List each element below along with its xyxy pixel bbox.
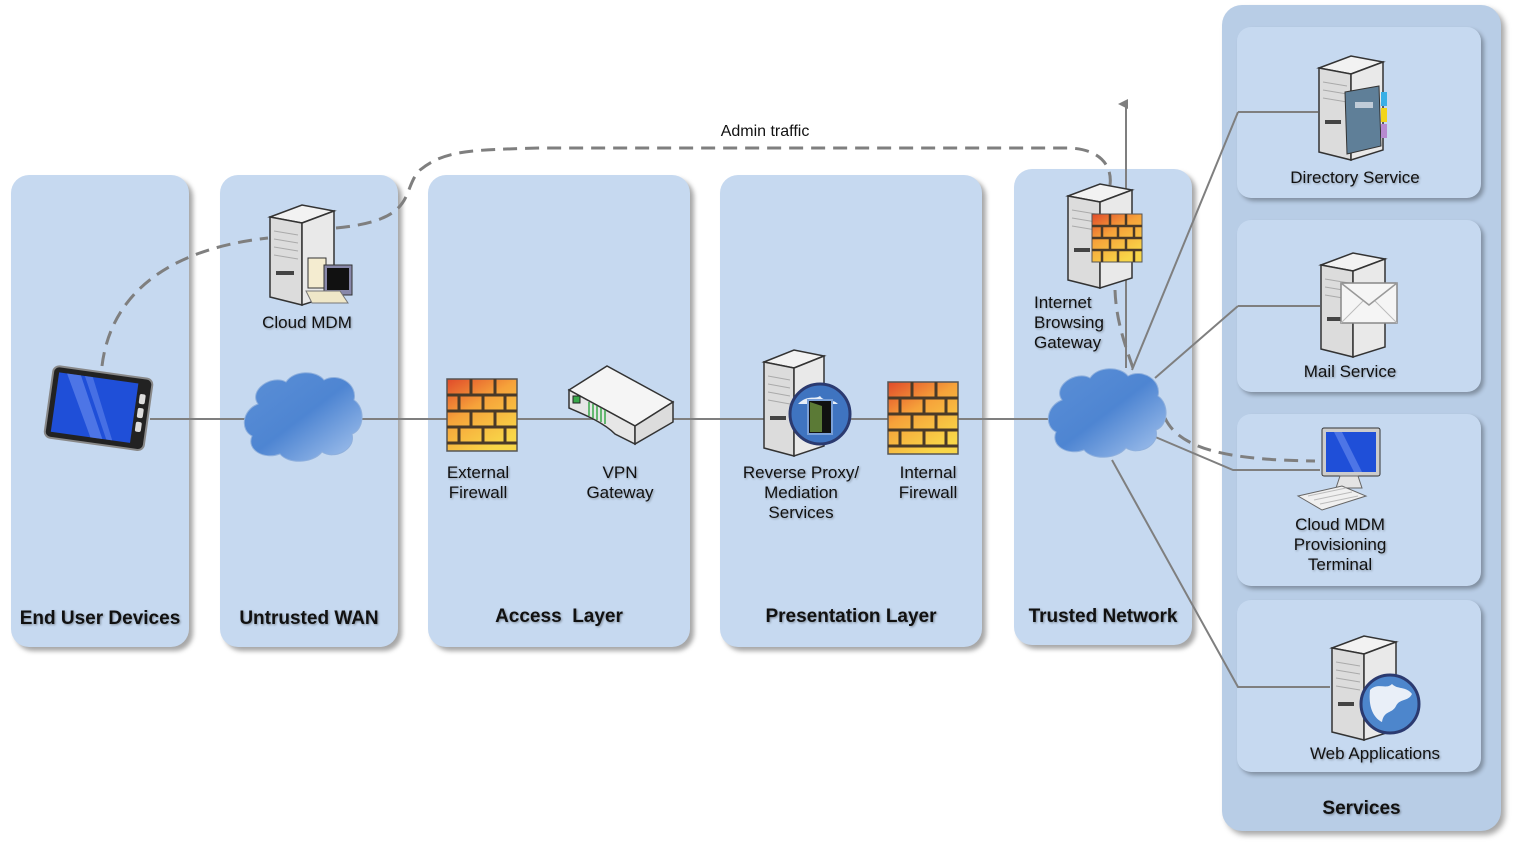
zone-title: Untrusted WAN	[239, 608, 379, 629]
server-addressbook-icon[interactable]	[1315, 54, 1395, 166]
tablet-icon[interactable]	[40, 362, 155, 462]
server-firewall-icon[interactable]	[1064, 182, 1146, 292]
link-trusted-terminal	[1152, 435, 1320, 471]
link-trusted-mail	[1154, 305, 1239, 379]
reverse-proxy-label: Reverse Proxy/ Mediation Services	[742, 463, 860, 522]
desktop-computer-icon[interactable]	[1296, 424, 1384, 516]
dashed-cloud-terminal	[1163, 417, 1316, 463]
admin-traffic-label: Admin traffic	[720, 123, 810, 140]
zone-title: Presentation Layer	[765, 606, 937, 627]
zone-title: Trusted Network	[1028, 606, 1178, 627]
dashed-admin-traffic	[335, 146, 1112, 230]
server-globe-door-icon[interactable]	[758, 348, 854, 460]
zone-title: Access Layer	[495, 606, 623, 627]
server-mail-icon[interactable]	[1317, 251, 1401, 363]
dashed-tablet-mdm	[100, 236, 269, 367]
cloud-mdm-label: Cloud MDM	[262, 313, 352, 332]
internet-browsing-gateway-label: Internet Browsing Gateway	[1034, 293, 1104, 352]
web-applications-label: Web Applications	[1309, 744, 1441, 763]
vpn-gateway-label: VPN Gateway	[586, 463, 654, 502]
cloud-icon	[1047, 368, 1167, 458]
zone-title: End User Devices	[19, 608, 181, 629]
firewall-icon[interactable]	[443, 373, 523, 455]
internal-firewall-label: Internal Firewall	[898, 463, 958, 502]
firewall-icon[interactable]	[884, 376, 964, 458]
vpn-gateway-icon[interactable]	[563, 362, 679, 462]
server-globe-icon[interactable]	[1328, 634, 1424, 746]
mail-service-label: Mail Service	[1303, 362, 1397, 381]
provisioning-terminal-label: Cloud MDM Provisioning Terminal	[1293, 515, 1387, 574]
external-firewall-label: External Firewall	[446, 463, 510, 502]
dashed-gateway-cloud	[1113, 289, 1135, 369]
link-trusted-directory	[1131, 111, 1239, 371]
server-workstation-icon[interactable]	[262, 203, 362, 308]
directory-service-label: Directory Service	[1290, 168, 1420, 187]
link-trusted-webapps	[1111, 459, 1330, 688]
cloud-icon	[243, 372, 363, 462]
zone-title: Services	[1322, 798, 1401, 819]
